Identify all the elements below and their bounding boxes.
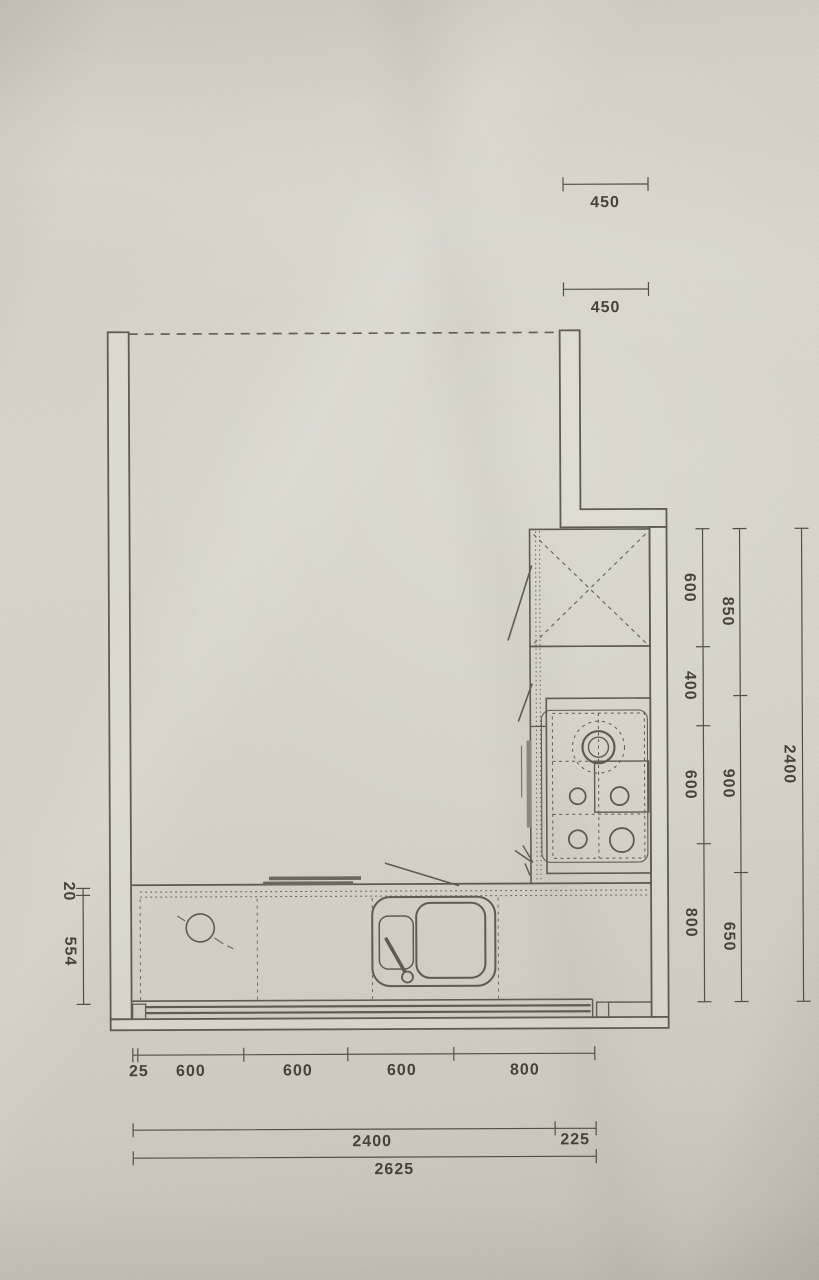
corner-cabinet-x-mark bbox=[533, 533, 647, 644]
burner-bottom-left bbox=[567, 829, 588, 850]
cooktop-grid bbox=[552, 713, 645, 859]
walls bbox=[106, 329, 670, 1032]
dim-bottom-total bbox=[132, 1121, 597, 1138]
cooktop bbox=[540, 697, 652, 875]
faucet-lever bbox=[384, 937, 407, 973]
dim-label-bottom-225: 225 bbox=[560, 1131, 591, 1149]
dim-label-top-450-2: 450 bbox=[590, 299, 621, 317]
base-counter-run bbox=[131, 845, 652, 1020]
sink bbox=[371, 895, 497, 988]
dim-left-chain bbox=[76, 887, 91, 1006]
dim-top-450-2 bbox=[562, 281, 650, 297]
opening-dashed-line bbox=[128, 331, 560, 336]
burner-large-ring bbox=[571, 720, 625, 774]
dim-bottom-overall bbox=[132, 1149, 597, 1166]
sink-half-bowl bbox=[378, 915, 415, 970]
counter-bottom-line bbox=[132, 998, 593, 1003]
upper-right-wall-stub bbox=[558, 329, 668, 529]
counter-front-edge bbox=[132, 882, 652, 887]
dimension-lines bbox=[76, 176, 811, 1166]
cabinet-dividers-dashed bbox=[139, 897, 500, 1002]
cooktop-corner-diagonal bbox=[522, 845, 534, 863]
cooktop-outline bbox=[545, 697, 652, 875]
burner-mid-left bbox=[568, 787, 587, 806]
sink-main-bowl bbox=[415, 901, 487, 979]
counter-annotation-bar-1 bbox=[269, 876, 362, 881]
right-wall bbox=[648, 525, 670, 1018]
dim-label-right-800: 800 bbox=[682, 907, 700, 938]
cabinet-divider bbox=[530, 645, 651, 648]
burner-large-outer bbox=[581, 730, 616, 765]
dim-label-bottom-2625: 2625 bbox=[374, 1160, 415, 1179]
plinth-end-left bbox=[131, 1003, 147, 1020]
dim-label-right-900: 900 bbox=[719, 768, 737, 799]
plinth-end-right bbox=[595, 1001, 610, 1018]
dim-bottom-run bbox=[132, 1046, 596, 1063]
bottom-wall bbox=[109, 1015, 670, 1032]
dim-right-outer bbox=[794, 527, 811, 1002]
cabinet-front-dotted-lines bbox=[535, 531, 542, 882]
dim-label-bottom-600c: 600 bbox=[386, 1061, 417, 1080]
dim-label-left-554: 554 bbox=[61, 936, 79, 967]
dim-label-right-400: 400 bbox=[681, 670, 699, 701]
dim-label-right-2400: 2400 bbox=[780, 744, 798, 785]
dim-label-left-20: 20 bbox=[60, 881, 78, 902]
sink-outline bbox=[371, 895, 497, 988]
dim-label-right-850: 850 bbox=[718, 596, 736, 627]
cooktop-glass bbox=[540, 709, 649, 863]
tall-cabinet-column bbox=[528, 528, 651, 884]
dim-label-bottom-600b: 600 bbox=[282, 1062, 313, 1080]
dim-label-right-650: 650 bbox=[720, 921, 738, 952]
dim-right-mid-chain bbox=[732, 527, 749, 1003]
utility-ticks bbox=[176, 915, 234, 950]
counter-annotation-diagonal bbox=[384, 862, 460, 887]
dim-label-bottom-600a: 600 bbox=[175, 1062, 206, 1081]
dim-right-inner-chain bbox=[695, 528, 712, 1003]
dim-label-bottom-800: 800 bbox=[509, 1061, 540, 1079]
burner-large-inner bbox=[587, 736, 610, 758]
burner-mid-right bbox=[609, 786, 630, 806]
dim-label-right-600b: 600 bbox=[681, 769, 699, 800]
cooktop-module bbox=[593, 760, 650, 813]
faucet-base bbox=[401, 970, 414, 984]
dim-label-bottom-2400: 2400 bbox=[352, 1133, 393, 1151]
burner-bottom-right bbox=[608, 827, 635, 853]
handle-bar bbox=[526, 740, 532, 828]
dim-label-top-450-1: 450 bbox=[590, 194, 620, 212]
dim-top-450-1 bbox=[562, 176, 649, 192]
counter-annotation-bar-2 bbox=[263, 881, 354, 886]
left-wall bbox=[106, 331, 133, 1021]
dim-label-right-600a: 600 bbox=[680, 572, 698, 603]
plinth-lines bbox=[145, 1004, 591, 1015]
door-swing-marks bbox=[507, 565, 533, 876]
utility-connection-circle bbox=[185, 913, 216, 943]
